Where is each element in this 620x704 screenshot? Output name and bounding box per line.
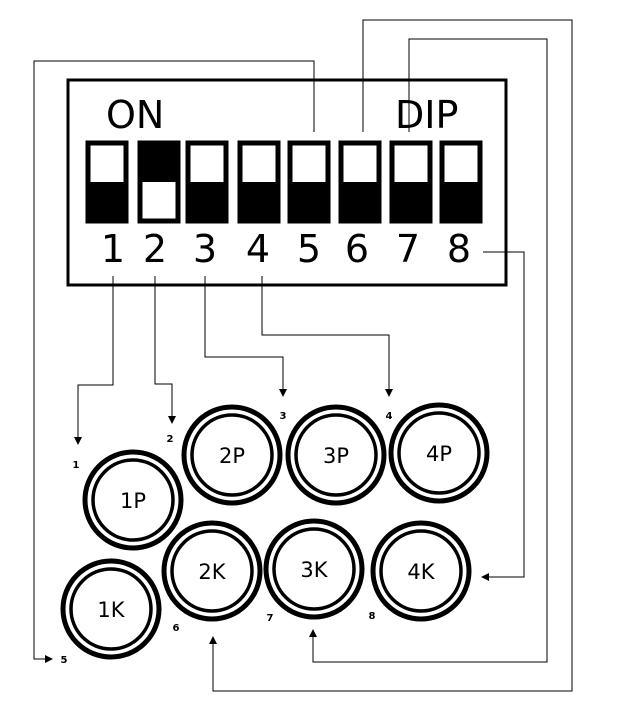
button-1k: 1K xyxy=(60,558,162,660)
wire-7-arrow xyxy=(309,629,317,637)
button-4k: 4K xyxy=(370,520,472,622)
dip-switch-knob xyxy=(290,182,328,221)
wire-1-arrow xyxy=(74,437,82,445)
pin-label-3: 3 xyxy=(280,411,287,422)
button-1p: 1P xyxy=(82,449,184,551)
dip-switch-knob xyxy=(442,182,480,221)
dip-switch-7[interactable] xyxy=(389,140,433,224)
button-3p: 3P xyxy=(285,404,387,506)
dip-switches xyxy=(85,140,483,224)
pin-label-7: 7 xyxy=(267,613,274,624)
pin-labels: 1 2 3 4 5 6 7 8 xyxy=(61,411,393,666)
pin-label-1: 1 xyxy=(73,460,80,471)
dip-switch-8[interactable] xyxy=(439,140,483,224)
pin-label-8: 8 xyxy=(369,611,376,622)
pin-label-5: 5 xyxy=(61,655,68,666)
pin-label-4: 4 xyxy=(386,411,393,422)
button-3k: 3K xyxy=(263,518,365,620)
switch-number-2: 2 xyxy=(143,227,167,271)
pin-label-2: 2 xyxy=(167,434,174,445)
dip-switch-2[interactable] xyxy=(137,140,181,224)
wire-2 xyxy=(154,276,173,417)
wire-2-arrow xyxy=(168,416,176,424)
dip-title: DIP xyxy=(395,93,458,137)
button-1k-label: 1K xyxy=(97,598,125,622)
wire-6-arrow xyxy=(209,636,217,644)
dip-switch-knob xyxy=(140,143,178,182)
dip-switch-knob xyxy=(341,182,379,221)
buttons: 1P 2P 3P 4P 1K 2K 3K xyxy=(60,402,490,660)
wire-3-arrow xyxy=(279,389,287,397)
dip-switch-knob xyxy=(392,182,430,221)
wire-1 xyxy=(77,276,114,438)
switch-number-8: 8 xyxy=(447,227,471,271)
dip-switch-5[interactable] xyxy=(287,140,331,224)
button-3k-label: 3K xyxy=(300,558,328,582)
dip-switch-4[interactable] xyxy=(237,140,281,224)
dip-switch-knob xyxy=(240,182,278,221)
button-4p-label: 4P xyxy=(426,442,452,466)
wiring xyxy=(33,19,573,692)
on-label: ON xyxy=(106,93,164,137)
wire-4-arrow xyxy=(385,389,393,397)
button-2p: 2P xyxy=(181,404,283,506)
dip-switch-knob xyxy=(188,182,226,221)
button-4k-label: 4K xyxy=(407,560,435,584)
wire-7 xyxy=(312,38,548,663)
button-1p-label: 1P xyxy=(120,489,146,513)
dip-switch-knob xyxy=(88,182,126,221)
wire-5-arrow xyxy=(45,655,53,663)
wire-4 xyxy=(261,276,390,390)
button-2k: 2K xyxy=(161,520,263,622)
switch-number-1: 1 xyxy=(101,227,125,271)
button-2k-label: 2K xyxy=(198,560,226,584)
wire-5 xyxy=(33,60,315,660)
wire-8 xyxy=(483,251,525,578)
dip-switch-1[interactable] xyxy=(85,140,129,224)
wire-6 xyxy=(212,19,573,692)
dip-switch-6[interactable] xyxy=(338,140,382,224)
button-3p-label: 3P xyxy=(323,444,349,468)
wire-8-arrow xyxy=(481,573,489,581)
pin-label-6: 6 xyxy=(173,623,180,634)
switch-number-3: 3 xyxy=(193,227,217,271)
switch-number-4: 4 xyxy=(246,227,270,271)
dip-switch-numbers: 1 2 3 4 5 6 7 8 xyxy=(101,227,471,271)
dip-switch-3[interactable] xyxy=(185,140,229,224)
switch-number-7: 7 xyxy=(396,227,420,271)
wire-3 xyxy=(204,276,284,390)
button-4p: 4P xyxy=(388,402,490,504)
button-2p-label: 2P xyxy=(219,444,245,468)
switch-number-5: 5 xyxy=(297,227,321,271)
switch-number-6: 6 xyxy=(345,227,369,271)
